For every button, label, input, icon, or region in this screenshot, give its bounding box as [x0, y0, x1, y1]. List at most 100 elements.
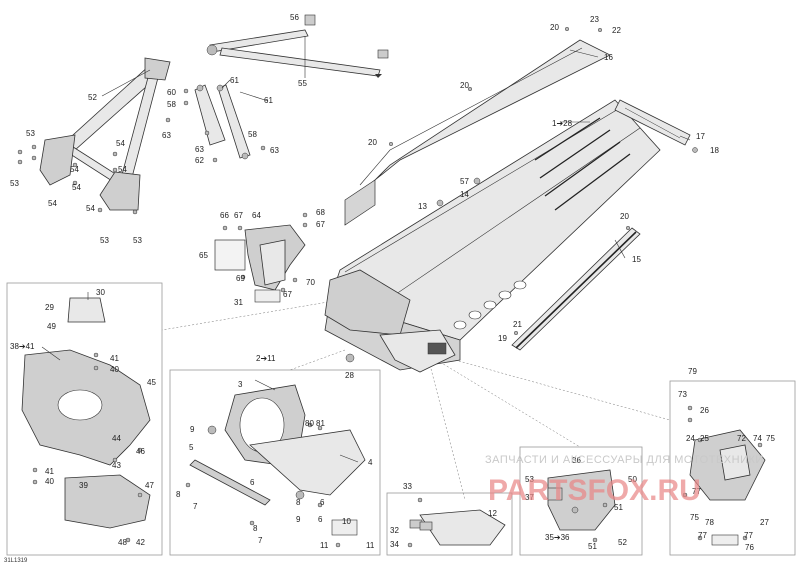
callout-9-b: 9 [296, 515, 301, 524]
callout-79: 78 [705, 518, 714, 527]
watermark-logo-text: PARTSFOX.RU [488, 474, 701, 507]
rear-bumper-parts [21, 297, 151, 543]
callout-27: 27 [760, 518, 769, 527]
callout-56-b: 54 [70, 165, 79, 174]
callout-42: 42 [136, 538, 145, 547]
callout-35-36: 35➔36 [545, 533, 570, 542]
steering-arm [206, 14, 389, 78]
callout-20-left: 20 [368, 138, 377, 147]
callout-54: 52 [88, 93, 97, 102]
callout-65-b: 63 [195, 145, 204, 154]
callout-37: 37 [525, 493, 534, 502]
callout-3: 3 [238, 380, 243, 389]
callout-44: 44 [112, 434, 121, 443]
callout-5: 5 [189, 443, 194, 452]
detail-box-skid-plate [386, 492, 513, 556]
callout-67: 65 [199, 251, 208, 260]
linkage-arms [165, 84, 266, 163]
callout-11-a: 11 [320, 541, 329, 550]
callout-7-b: 7 [258, 536, 263, 545]
detail-box-side-bracket [669, 380, 796, 556]
callout-60-a: 58 [167, 100, 176, 109]
callout-8-b: 8 [296, 498, 301, 507]
callout-14: 14 [460, 190, 469, 199]
callout-69-c: 67 [283, 290, 292, 299]
callout-65-a: 63 [162, 131, 171, 140]
callout-56-d: 54 [72, 183, 81, 192]
callout-78-b: 77 [698, 531, 707, 540]
callout-57: 55 [298, 79, 307, 88]
callout-48: 48 [118, 538, 127, 547]
callout-24: 24 [686, 434, 695, 443]
callout-56-f: 54 [86, 204, 95, 213]
callout-8-a: 8 [176, 490, 181, 499]
callout-47: 47 [145, 481, 154, 490]
callout-52: 52 [618, 538, 627, 547]
callout-8-c: 8 [253, 524, 258, 533]
callout-7-a: 7 [193, 502, 198, 511]
callout-17: 17 [696, 132, 705, 141]
callout-21: 21 [513, 320, 522, 329]
callout-41-b: 41 [45, 467, 54, 476]
callout-39: 39 [79, 481, 88, 490]
callout-51-b: 51 [588, 542, 597, 551]
callout-43: 43 [112, 461, 121, 470]
callout-labels: 56 20 23 22 16 55 52 20 61 60 61 58 1➔28… [10, 13, 775, 552]
callout-40-b: 40 [45, 477, 54, 486]
callout-30: 30 [96, 288, 105, 297]
callout-64: 62 [195, 156, 204, 165]
a-frame-assembly [17, 57, 171, 215]
callout-55-b: 53 [10, 179, 19, 188]
callout-28: 28 [345, 371, 354, 380]
callout-29: 29 [45, 303, 54, 312]
callout-41-a: 41 [110, 354, 119, 363]
callout-20-top: 20 [550, 23, 559, 32]
callout-78-a: 77 [692, 487, 701, 496]
watermark: ЗАПЧАСТИ И АКСЕССУАРЫ ДЛЯ МОТОТЕХНИКИ PA… [485, 454, 763, 507]
callout-31: 31 [234, 298, 243, 307]
callout-56-a: 54 [116, 139, 125, 148]
callout-10: 10 [342, 517, 351, 526]
skid-plate-parts [407, 497, 506, 548]
callout-78-c: 77 [744, 531, 753, 540]
callout-62: 60 [167, 88, 176, 97]
callout-36: 36 [572, 456, 581, 465]
callout-40-a: 40 [110, 365, 119, 374]
callout-19: 19 [498, 334, 507, 343]
callout-55-d: 53 [133, 236, 142, 245]
callout-9-a: 9 [190, 425, 195, 434]
leader-lines [41, 36, 691, 463]
callout-25: 25 [700, 434, 709, 443]
callout-2-11: 2➔11 [256, 354, 276, 363]
center-bracket-parts [547, 469, 616, 543]
callout-18: 18 [710, 146, 719, 155]
detail-box-center-bracket [519, 446, 643, 556]
callout-61: 61 [230, 76, 239, 85]
callout-56-c: 54 [118, 165, 127, 174]
callout-75: 74 [753, 434, 762, 443]
callout-56-e: 54 [48, 199, 57, 208]
callout-76: 75 [766, 434, 775, 443]
callout-23: 23 [590, 15, 599, 24]
callout-71: 69 [236, 274, 245, 283]
callout-74: 73 [678, 390, 687, 399]
callout-38-41: 38➔41 [10, 342, 35, 351]
callout-13: 13 [418, 202, 427, 211]
callout-58: 56 [290, 13, 299, 22]
callout-81-82: 80 [305, 419, 314, 428]
callout-20-mid: 20 [460, 81, 469, 90]
callout-45: 45 [147, 378, 156, 387]
callout-80: 79 [688, 367, 697, 376]
callout-66: 64 [252, 211, 261, 220]
callout-33: 33 [403, 482, 412, 491]
callout-34: 34 [390, 540, 399, 549]
chassis-tunnel [324, 26, 698, 373]
callout-4: 4 [368, 458, 373, 467]
callout-50: 50 [628, 475, 637, 484]
callout-82: 81 [316, 419, 325, 428]
callout-72: 70 [306, 278, 315, 287]
callout-73: 72 [737, 434, 746, 443]
callout-60-b: 58 [248, 130, 257, 139]
callout-51-a: 51 [614, 503, 623, 512]
callout-32: 32 [390, 526, 399, 535]
